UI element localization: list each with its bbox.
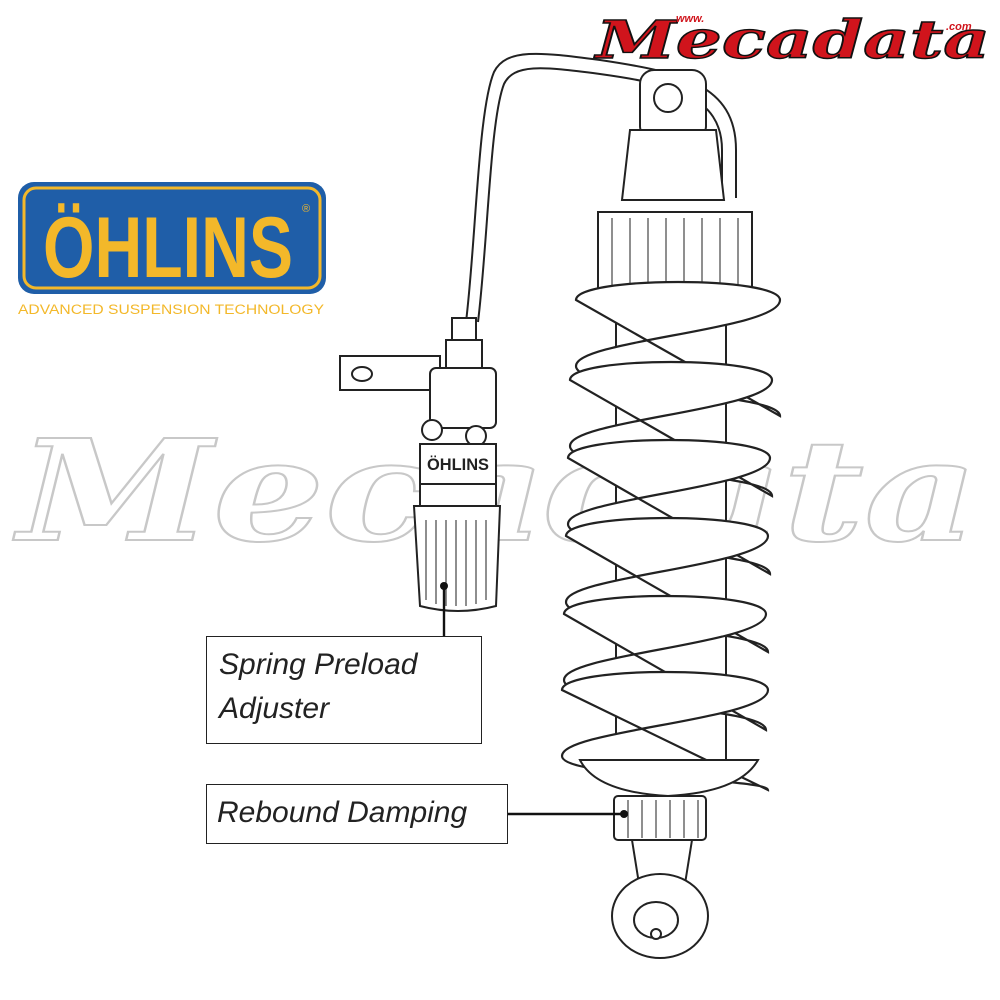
reservoir-head [429, 367, 497, 429]
ohlins-logo: ÖHLINS ® ADVANCED SUSPENSION TECHNOLOGY [18, 182, 326, 317]
mecadata-wordmark: Mecadata [593, 10, 990, 71]
registered-mark: ® [302, 203, 310, 215]
head-bolt-left [421, 419, 443, 441]
callout-rebound-damping: Rebound Damping [206, 784, 508, 844]
callout-spring-preload: Spring Preload Adjuster [206, 636, 482, 744]
reservoir-collar [419, 483, 497, 507]
hose-fitting [451, 317, 477, 343]
coil-spring-icon [560, 280, 782, 792]
bottom-eye-bolt [650, 928, 662, 940]
fitting-nut [445, 339, 483, 371]
callout-spring-preload-line2: Adjuster [219, 692, 330, 725]
top-eye-bolt [653, 83, 683, 113]
logo-inner-frame [22, 186, 322, 290]
logo-wordmark: ÖHLINS [43, 200, 293, 296]
mecadata-www: www. [676, 13, 704, 25]
callout-spring-preload-line1: Spring Preload [219, 648, 418, 681]
logo-outer-frame [18, 182, 326, 294]
lower-shock [578, 759, 760, 959]
lower-spring-seat [578, 759, 760, 798]
mecadata-com: .com [946, 21, 972, 33]
callout-rebound-damping-line1: Rebound Damping [217, 796, 468, 829]
leader-lines [440, 582, 628, 818]
reservoir-body [419, 443, 497, 485]
preload-knob [412, 505, 502, 612]
mecadata-logo: Mecadata www. .com [593, 9, 991, 71]
reservoir-brand-label: ÖHLINS [427, 455, 489, 474]
remote-reservoir-icon: ÖHLINS [339, 317, 502, 612]
top-mount [620, 129, 726, 201]
logo-tagline: ADVANCED SUSPENSION TECHNOLOGY [18, 302, 324, 317]
bracket-hole [351, 366, 373, 382]
